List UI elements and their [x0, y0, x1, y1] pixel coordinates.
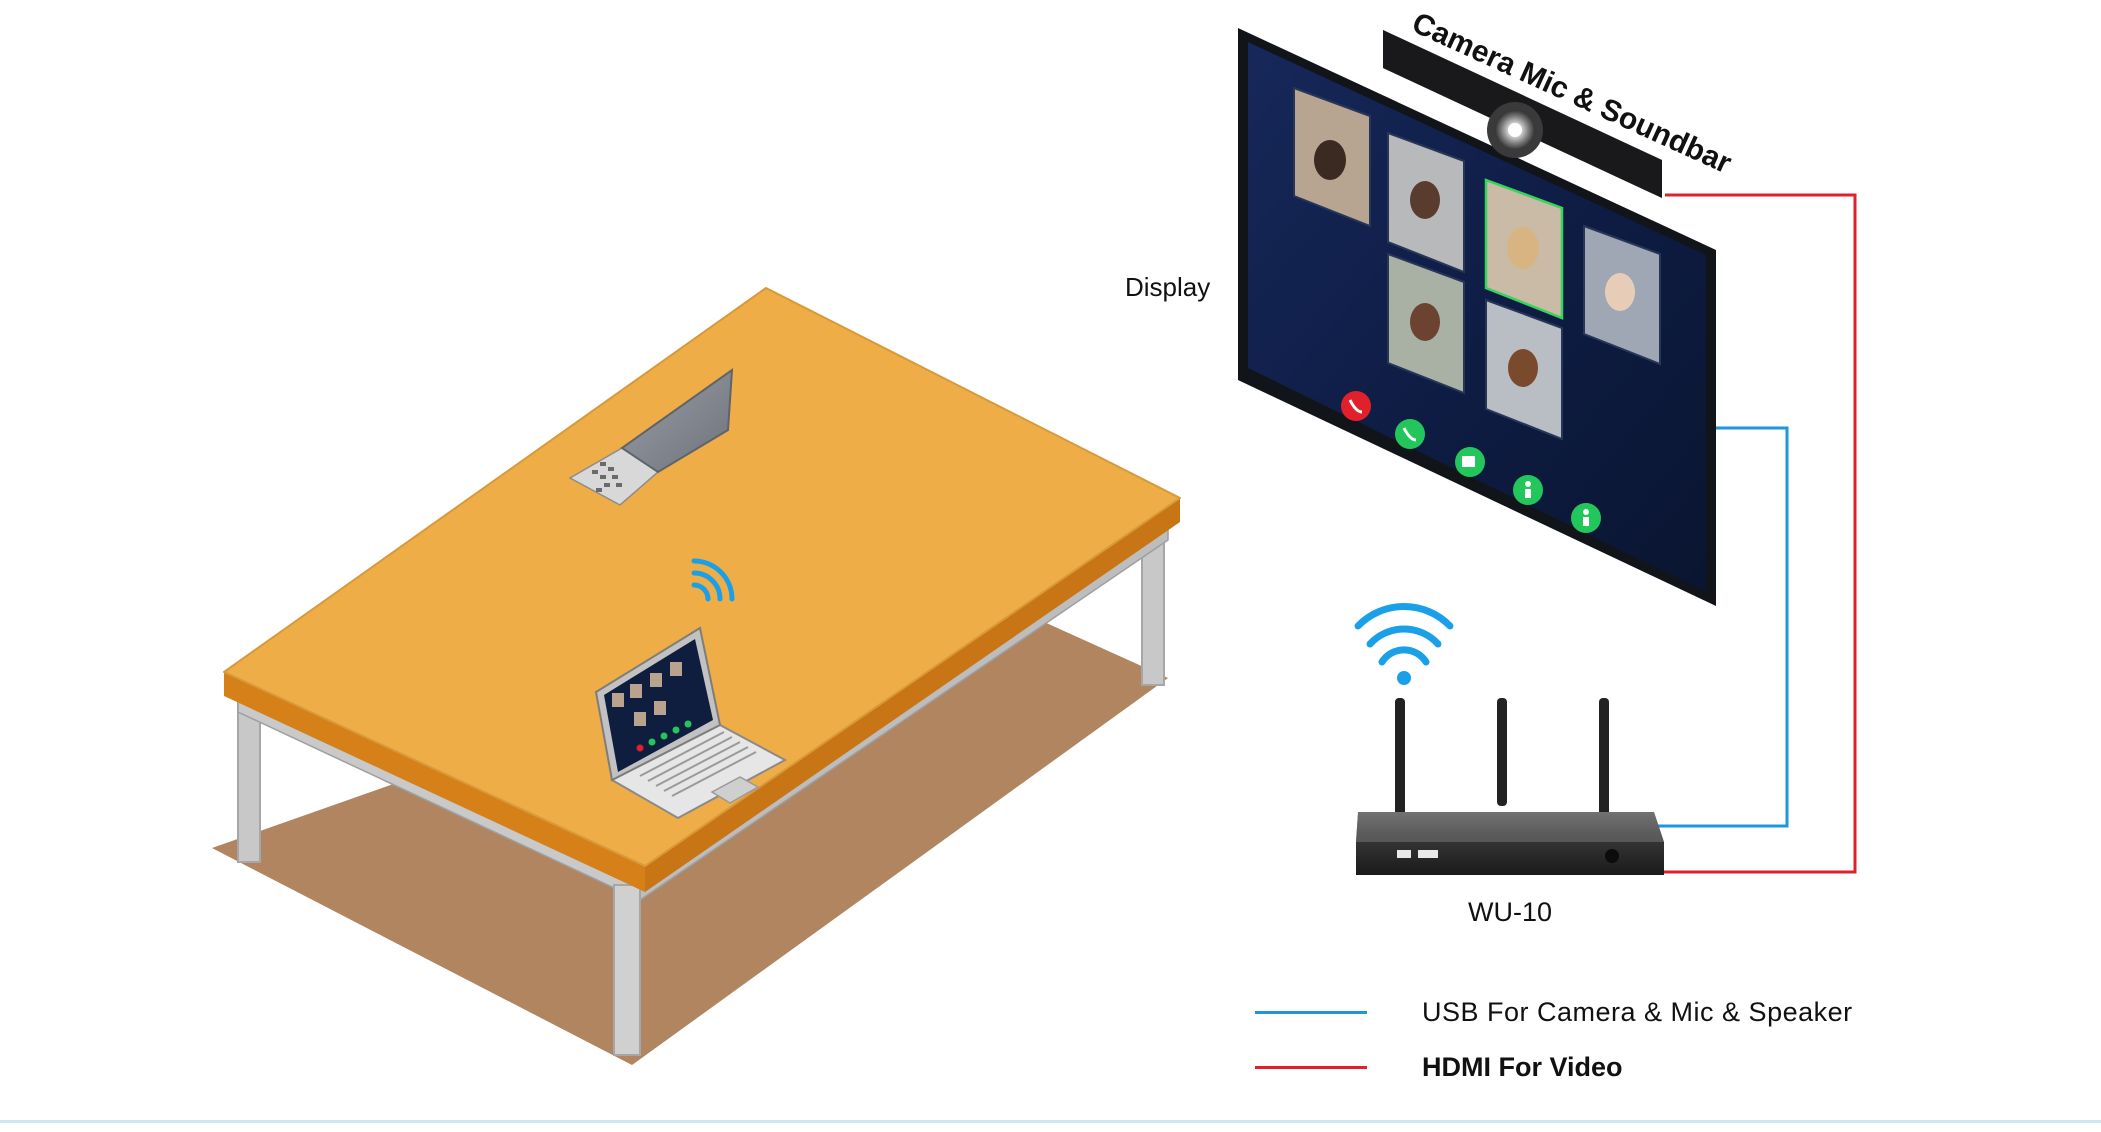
- camera-lens-icon: [1487, 102, 1543, 158]
- table-edge-front: [224, 672, 645, 892]
- router-port-2: [1418, 850, 1438, 858]
- laptop-back: [568, 367, 734, 506]
- display-label: Display: [1125, 272, 1211, 302]
- router-wifi-dot: [1397, 671, 1411, 685]
- usb-cable: [1655, 426, 1789, 828]
- laptop-back-keys: [592, 462, 622, 492]
- router-port-1: [1397, 850, 1411, 858]
- legend-hdmi-label: HDMI For Video: [1422, 1052, 1623, 1082]
- table-top: [223, 287, 1181, 867]
- video-grid: [1293, 86, 1661, 441]
- laptop-back-lid: [620, 367, 734, 474]
- display-monitor: Camera Mic & Soundbar: [1238, 6, 1737, 606]
- bottom-rule: [0, 1120, 2101, 1123]
- call-controls: [1341, 391, 1601, 533]
- legend-usb-label: USB For Camera & Mic & Speaker: [1422, 997, 1853, 1027]
- laptop-front: [594, 558, 788, 820]
- add-participant-icon: [1571, 503, 1601, 533]
- table-leg-back-left: [237, 701, 261, 863]
- laptop-front-touchpad: [710, 776, 760, 804]
- device-label: WU-10: [1468, 897, 1553, 927]
- legend-hdmi-swatch: [1255, 1066, 1367, 1069]
- laptop-front-keys: [639, 731, 757, 797]
- table-leg-front: [613, 884, 641, 1056]
- router-power-button: [1605, 849, 1619, 863]
- router-antenna-left: [1395, 698, 1405, 820]
- router-wifi-icon: [1354, 603, 1454, 666]
- conference-table: [212, 287, 1181, 1065]
- router-antenna-middle: [1497, 698, 1507, 806]
- video-icon: [1455, 447, 1485, 477]
- table-edge-right: [645, 498, 1180, 892]
- wu10-router: [1354, 603, 1664, 875]
- laptop-front-video-tiles: [612, 662, 682, 726]
- hdmi-cable: [1655, 193, 1857, 874]
- participant-icon: [1513, 475, 1543, 505]
- accept-call-icon: [1395, 419, 1425, 449]
- end-call-icon: [1341, 391, 1371, 421]
- laptop-wifi-icon: [691, 558, 735, 602]
- router-antenna-right: [1599, 698, 1609, 820]
- legend-usb-swatch: [1255, 1011, 1367, 1014]
- laptop-front-call-buttons: [636, 720, 692, 752]
